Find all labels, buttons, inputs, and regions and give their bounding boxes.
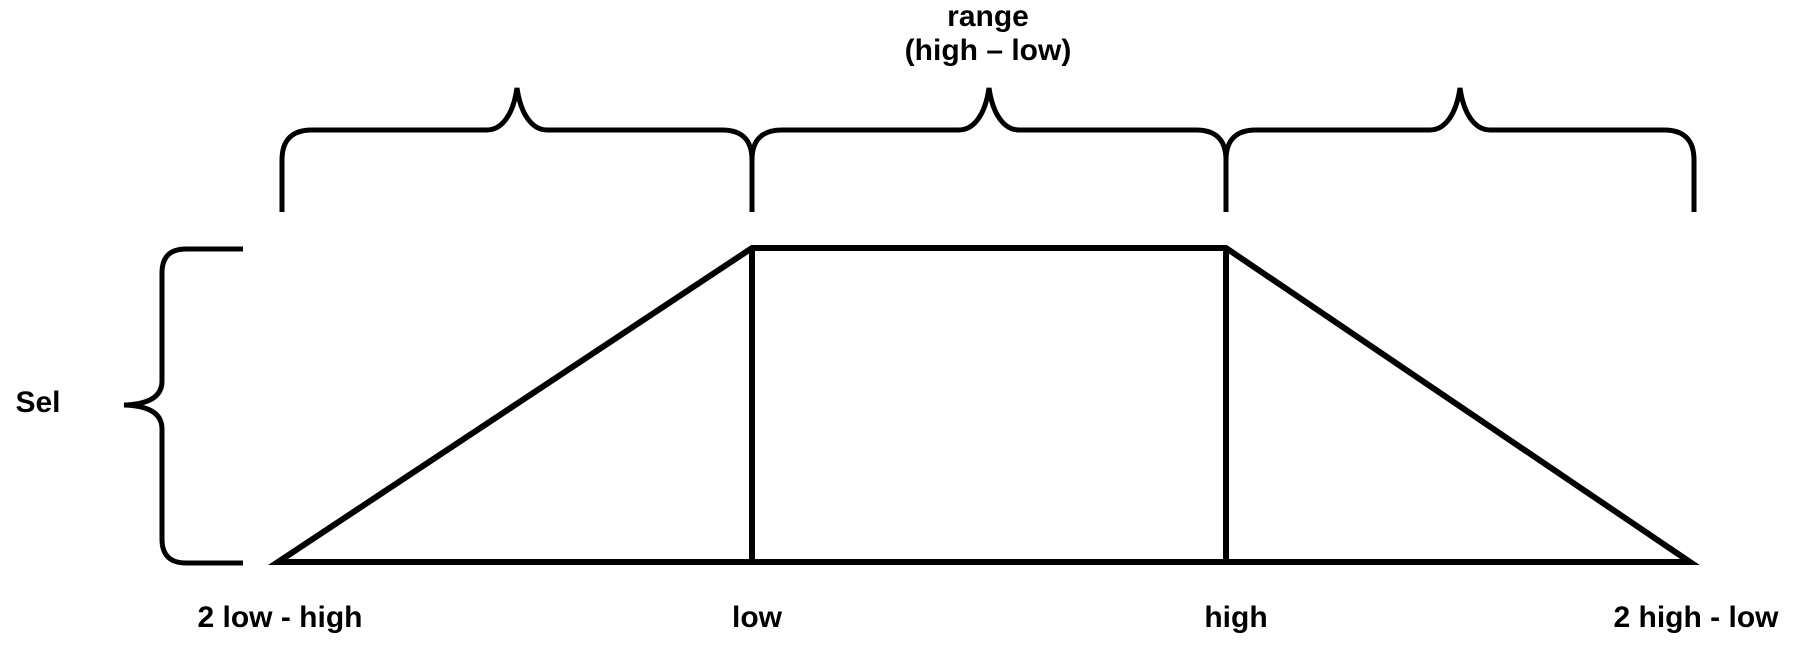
top-brace-left	[279, 87, 755, 212]
x-label-2low-high: 2 low - high	[197, 601, 363, 634]
range-annotation-line1: range	[947, 0, 1029, 33]
x-label-low: low	[732, 601, 782, 634]
range-annotation: range (high – low)	[905, 0, 1072, 68]
trapezoid-outline	[268, 245, 1700, 565]
sel-axis-label: Sel	[15, 386, 61, 419]
sel-brace	[123, 246, 243, 566]
top-brace-middle	[749, 87, 1229, 212]
top-brace-right	[1223, 87, 1697, 212]
range-annotation-line2: (high – low)	[904, 34, 1072, 67]
x-label-high: high	[1204, 601, 1268, 634]
x-label-2high-low: 2 high - low	[1613, 601, 1779, 634]
